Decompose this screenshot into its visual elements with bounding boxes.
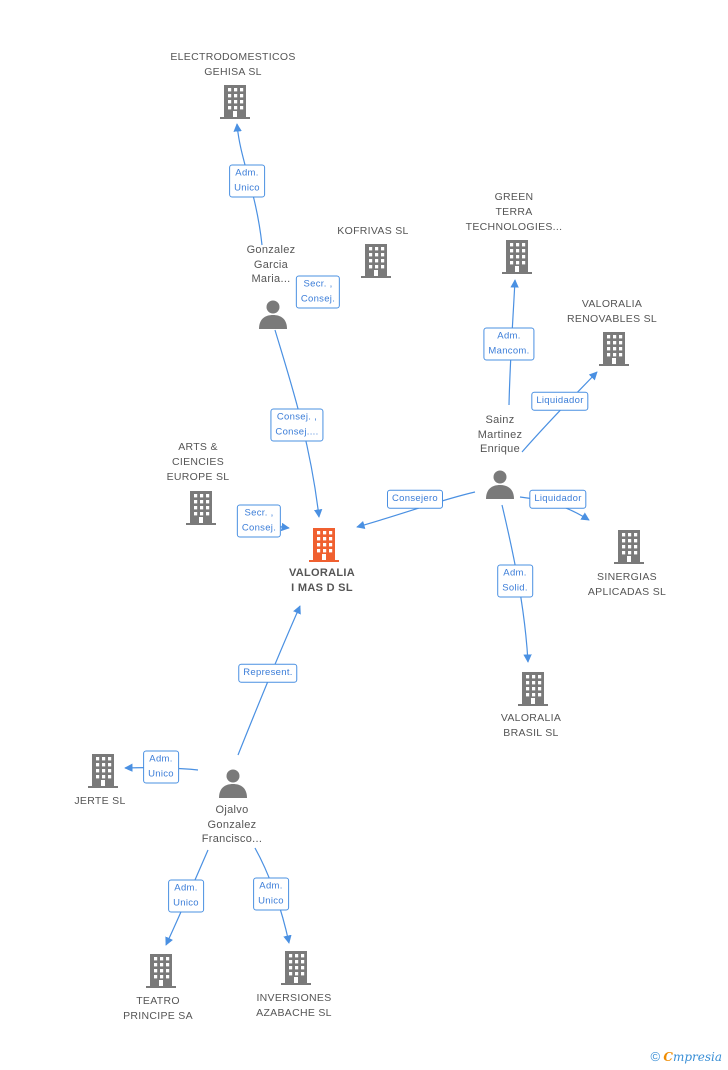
company-label-inversiones-azabache[interactable]: INVERSIONES AZABACHE SL: [256, 991, 332, 1021]
company-label-arts-ciencies-line: CIENCIES: [172, 456, 224, 468]
building-icon-jerte[interactable]: [88, 754, 118, 793]
relation-badge-gg-center[interactable]: Consej. , Consej....: [270, 408, 324, 442]
company-label-teatro-principe[interactable]: TEATRO PRINCIPE SA: [123, 994, 193, 1024]
relation-badge-sm-center[interactable]: Consejero: [386, 489, 444, 509]
company-label-kofrivas[interactable]: KOFRIVAS SL: [337, 224, 408, 239]
company-label-sinergias-line: APLICADAS SL: [587, 586, 667, 598]
company-label-arts-ciencies[interactable]: ARTS & CIENCIES EUROPE SL: [167, 440, 230, 485]
relation-text: Unico: [258, 895, 284, 906]
relation-badge-og-center[interactable]: Represent.: [238, 663, 298, 683]
relation-text: Liquidador: [536, 394, 584, 406]
relation-text: Consejero: [391, 492, 439, 504]
relation-text: Liquidador: [534, 492, 582, 504]
company-label-valoralia-brasil[interactable]: VALORALIA BRASIL SL: [501, 711, 561, 741]
relation-text: Represent.: [243, 666, 293, 678]
relation-text: Secr. ,: [244, 507, 274, 519]
relation-badge-gg-kofrivas[interactable]: Secr. , Consej.: [295, 275, 341, 309]
building-icon-center[interactable]: [309, 528, 339, 567]
company-label-valoralia-renovables-line: RENOVABLES SL: [566, 313, 658, 325]
person-label-sainz-martinez-line: Sainz: [485, 414, 515, 426]
building-icon-teatro-principe[interactable]: [146, 954, 176, 993]
company-label-valoralia-renovables[interactable]: VALORALIA RENOVABLES SL: [567, 297, 657, 327]
relation-badge-sm-brasil[interactable]: Adm. Solid.: [497, 564, 533, 598]
company-label-teatro-principe-line: TEATRO: [136, 995, 180, 1007]
person-label-sainz-martinez-line: Enrique: [479, 443, 520, 455]
relation-text: Adm.: [259, 880, 283, 892]
person-label-gonzalez-garcia-line: Gonzalez: [246, 244, 296, 256]
company-label-green-terra-line: TECHNOLOGIES...: [465, 221, 563, 233]
company-label-green-terra-line: GREEN: [494, 191, 534, 203]
person-label-sainz-martinez-line: Martinez: [477, 428, 523, 441]
relation-text: Adm.: [174, 882, 198, 894]
relation-text: Consej....: [275, 426, 319, 437]
building-icon-valoralia-renovables[interactable]: [599, 332, 629, 371]
relation-badge-og-inversiones[interactable]: Adm. Unico: [253, 877, 289, 911]
company-label-inversiones-azabache-line: INVERSIONES: [256, 992, 332, 1004]
person-label-gonzalez-garcia-line: Garcia: [253, 258, 289, 271]
relation-text: Mancom.: [488, 345, 530, 356]
relation-badge-arts-center[interactable]: Secr. , Consej.: [236, 504, 282, 538]
person-label-ojalvo-gonzalez-line: Ojalvo: [215, 804, 249, 816]
relation-badge-sm-green[interactable]: Adm. Mancom.: [483, 327, 535, 361]
company-label-green-terra-line: TERRA: [495, 206, 533, 218]
relation-badge-og-jerte[interactable]: Adm. Unico: [143, 750, 179, 784]
building-icon-sinergias[interactable]: [614, 530, 644, 569]
edge-sm-renovables: [521, 371, 598, 453]
company-label-arts-ciencies-line: ARTS &: [178, 441, 218, 453]
relation-text: Consej. ,: [276, 411, 318, 423]
center-company-label-line: VALORALIA: [288, 567, 356, 579]
relation-badge-sm-renovables[interactable]: Liquidador: [531, 391, 589, 411]
person-icon-sainz-martinez[interactable]: [485, 469, 515, 504]
person-icon-ojalvo-gonzalez[interactable]: [218, 768, 248, 803]
building-icon-inversiones-azabache[interactable]: [281, 951, 311, 990]
relation-text: Unico: [173, 897, 199, 908]
building-icon-kofrivas[interactable]: [361, 244, 391, 283]
person-label-ojalvo-gonzalez-line: Francisco...: [201, 833, 263, 845]
person-label-gonzalez-garcia-line: Maria...: [251, 273, 291, 285]
company-label-electrodomesticos-line: GEHISA SL: [204, 66, 262, 78]
relation-text: Solid.: [502, 582, 528, 593]
company-label-green-terra[interactable]: GREEN TERRA TECHNOLOGIES...: [466, 190, 563, 235]
company-label-sinergias[interactable]: SINERGIAS APLICADAS SL: [588, 570, 666, 600]
company-label-electrodomesticos-line: ELECTRODOMESTICOS: [170, 51, 296, 63]
building-icon-valoralia-brasil[interactable]: [518, 672, 548, 711]
relation-text: Unico: [148, 768, 174, 779]
company-label-sinergias-line: SINERGIAS: [597, 571, 657, 583]
relation-text: Unico: [234, 182, 260, 193]
building-icon-green-terra[interactable]: [502, 240, 532, 279]
company-label-jerte-line: JERTE SL: [74, 795, 126, 807]
brand-footer: © Cmpresia: [650, 1049, 722, 1064]
person-icon-gonzalez-garcia[interactable]: [258, 299, 288, 334]
empresia-logo: Cmpresia: [663, 1050, 722, 1064]
relation-text: Consej.: [300, 293, 336, 304]
relation-text: Secr. ,: [303, 278, 333, 290]
relation-text: Adm.: [149, 753, 173, 765]
company-label-electrodomesticos[interactable]: ELECTRODOMESTICOS GEHISA SL: [170, 50, 295, 80]
person-label-ojalvo-gonzalez-line: Gonzalez: [207, 818, 257, 831]
relation-badge-sm-sinergias[interactable]: Liquidador: [529, 489, 587, 509]
relation-text: Adm.: [503, 567, 527, 579]
company-label-valoralia-brasil-line: VALORALIA: [500, 712, 562, 724]
relation-text: Adm.: [497, 330, 521, 342]
relation-badge-gg-electro[interactable]: Adm. Unico: [229, 164, 265, 198]
company-label-inversiones-azabache-line: AZABACHE SL: [256, 1007, 332, 1019]
company-label-valoralia-renovables-line: VALORALIA: [581, 298, 643, 310]
building-icon-electrodomesticos[interactable]: [220, 85, 250, 124]
relation-text: Adm.: [235, 167, 259, 179]
center-company-label-line: I MAS D SL: [291, 582, 353, 594]
relation-badge-og-teatro[interactable]: Adm. Unico: [168, 879, 204, 913]
company-label-jerte[interactable]: JERTE SL: [74, 794, 125, 809]
center-company-label[interactable]: VALORALIA I MAS D SL: [289, 566, 355, 596]
company-label-kofrivas-line: KOFRIVAS SL: [337, 225, 409, 237]
relation-text: Consej.: [241, 522, 277, 533]
copyright-symbol: ©: [650, 1049, 661, 1064]
building-icon-arts-ciencies[interactable]: [186, 491, 216, 530]
company-label-teatro-principe-line: PRINCIPE SA: [123, 1010, 193, 1022]
company-label-arts-ciencies-line: EUROPE SL: [166, 471, 230, 483]
company-label-valoralia-brasil-line: BRASIL SL: [503, 727, 559, 739]
